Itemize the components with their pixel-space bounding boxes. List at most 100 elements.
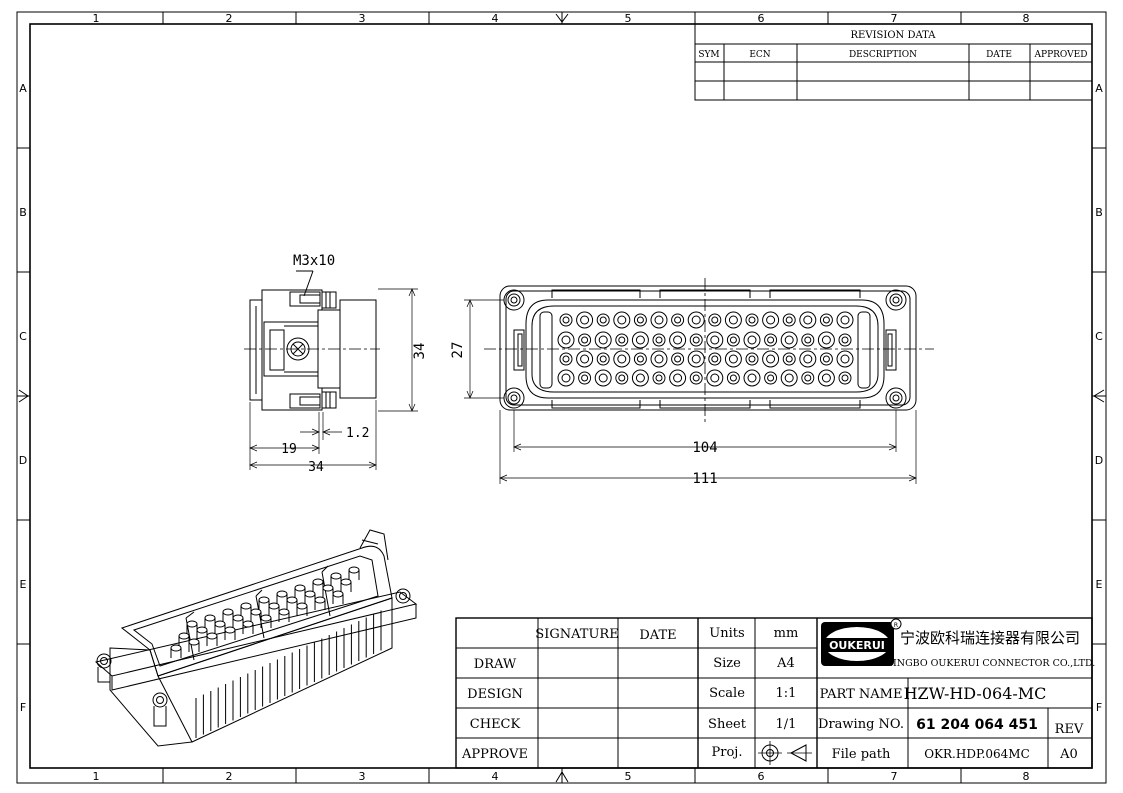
dim-side-inner: 19: [281, 442, 297, 457]
contact-cavity: [687, 350, 705, 368]
units-value: mm: [774, 626, 799, 641]
contact-cavity: [836, 350, 854, 368]
contact-cavity: [652, 333, 666, 347]
contact-pin: [729, 374, 737, 382]
contact-pin: [728, 315, 738, 325]
contact-cavity: [762, 311, 780, 329]
contact-pin: [617, 354, 627, 364]
contact-pin: [598, 335, 608, 345]
dim-side-total: 34: [308, 460, 324, 475]
iso-pin-body: [186, 624, 198, 634]
rev-header: DATE: [986, 50, 1012, 60]
contact-cavity: [615, 333, 629, 347]
contact-cavity: [764, 333, 778, 347]
iso-pin-body: [348, 570, 360, 580]
iso-pin-body: [170, 648, 182, 658]
contact-cavity: [801, 371, 815, 385]
file-path-label: File path: [832, 747, 891, 762]
row-label: D: [1095, 454, 1103, 467]
contact-pin: [766, 315, 776, 325]
contact-pin: [599, 316, 607, 324]
iso-pin: [222, 608, 234, 616]
iso-pin-body: [240, 606, 252, 616]
contact-pin: [673, 335, 683, 345]
contact-pin: [822, 355, 830, 363]
col-label: 2: [226, 12, 233, 25]
contact-pin: [562, 316, 570, 324]
iso-pin-body: [312, 582, 324, 592]
row-label: C: [1095, 330, 1103, 343]
contact-pin: [691, 315, 701, 325]
col-label: 5: [625, 770, 632, 783]
contact-cavity: [594, 369, 612, 387]
contact-cavity: [819, 352, 833, 366]
col-label: 5: [625, 12, 632, 25]
contact-cavity: [782, 352, 796, 366]
contact-pin: [841, 336, 849, 344]
rev-header: SYM: [698, 50, 719, 60]
col-label: 1: [93, 12, 100, 25]
contact-pin: [804, 374, 812, 382]
contact-pin: [635, 373, 645, 383]
front-view: [464, 278, 934, 484]
company-logo: OUKERUI R: [821, 618, 902, 666]
revision-table: [694, 23, 1093, 101]
iso-pin-body: [258, 600, 270, 610]
contact-cavity: [743, 331, 761, 349]
col-date: DATE: [639, 628, 676, 643]
row-label: B: [1095, 206, 1103, 219]
row-label: B: [19, 206, 27, 219]
dim-front-span: 104: [692, 440, 717, 456]
contact-cavity: [799, 311, 817, 329]
size-label: Size: [713, 656, 741, 671]
contact-pin: [692, 374, 700, 382]
contact-cavity: [706, 331, 724, 349]
drawing-no: 61 204 064 451: [916, 717, 1038, 733]
contact-cavity: [613, 311, 631, 329]
contact-cavity: [576, 350, 594, 368]
contact-cavity: [596, 352, 610, 366]
iso-pin-body: [222, 612, 234, 622]
col-label: 2: [226, 770, 233, 783]
col-signature: SIGNATURE: [535, 627, 618, 642]
iso-pin: [348, 566, 360, 574]
contact-cavity: [594, 331, 612, 349]
contact-pin: [636, 355, 644, 363]
contact-pin: [784, 373, 794, 383]
company-cn: 宁波欧科瑞连接器有限公司: [900, 629, 1080, 647]
contact-cavity: [633, 352, 647, 366]
contact-pin: [728, 354, 738, 364]
contact-pin: [767, 336, 775, 344]
col-label: 3: [359, 12, 366, 25]
iso-pin-body: [178, 636, 190, 646]
part-name: HZW-HD-064-MC: [904, 684, 1047, 703]
proj-label: Proj.: [712, 745, 743, 760]
contact-pin: [581, 336, 589, 344]
contact-cavity: [780, 331, 798, 349]
side-view: [244, 270, 418, 470]
rev-header: APPROVED: [1034, 50, 1088, 60]
contact-pin: [691, 354, 701, 364]
col-label: 7: [891, 12, 898, 25]
scale-value: 1:1: [776, 686, 797, 701]
contact-cavity: [724, 311, 742, 329]
contact-pin: [710, 373, 720, 383]
front-view-dims: 27 104 111: [450, 342, 718, 487]
contact-cavity: [578, 371, 592, 385]
row-check: CHECK: [470, 717, 521, 732]
iso-pin-body: [204, 618, 216, 628]
iso-pin: [312, 578, 324, 586]
drawing-no-label: Drawing NO.: [818, 717, 904, 732]
col-label: 3: [359, 770, 366, 783]
contact-pin: [581, 374, 589, 382]
contact-cavity: [633, 313, 647, 327]
contact-pin: [840, 315, 850, 325]
contact-cavity: [780, 369, 798, 387]
sheet-value: 1/1: [776, 717, 797, 732]
contact-pin: [618, 336, 626, 344]
contact-cavity: [745, 352, 759, 366]
contact-cavity: [559, 313, 573, 327]
iso-pin: [330, 572, 342, 580]
company-en: NINGBO OUKERUI CONNECTOR CO.,LTD.: [885, 658, 1096, 669]
